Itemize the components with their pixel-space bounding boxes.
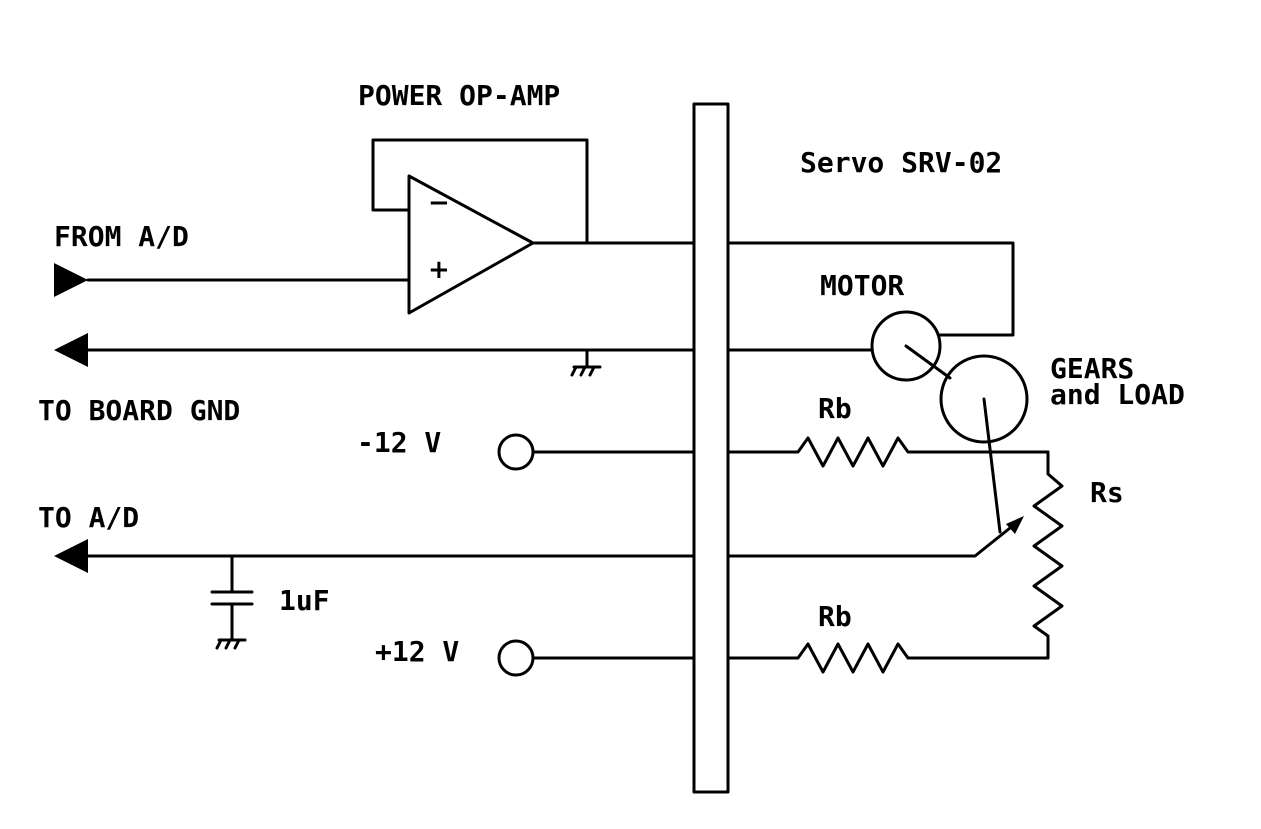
power-op-amp-label: POWER OP-AMP <box>358 79 560 112</box>
opamp-ground-symbol <box>570 348 602 377</box>
gears-load-circle <box>939 354 1029 444</box>
to-ad-arrow <box>54 539 88 573</box>
rs-potentiometer <box>1032 450 1064 658</box>
rb-top-label: Rb <box>818 392 852 425</box>
capacitor-ground-symbol <box>215 638 247 650</box>
from-ad-arrow <box>54 263 88 297</box>
to-board-gnd-label: TO BOARD GND <box>38 394 240 427</box>
minus-12v-terminal <box>497 433 535 471</box>
to-ad-label: TO A/D <box>38 501 139 534</box>
motor-label: MOTOR <box>820 269 904 302</box>
connector-panel <box>692 102 730 794</box>
from-ad-label: FROM A/D <box>54 220 189 253</box>
capacitor-symbol <box>210 554 254 642</box>
motor-feed-wire <box>726 241 1015 337</box>
gears-label: GEARS <box>1050 352 1134 385</box>
op-amp-symbol <box>407 174 535 315</box>
servo-label: Servo SRV-02 <box>800 146 1002 179</box>
plus-12v-label: +12 V <box>375 635 459 668</box>
rb-bottom-resistor <box>726 642 1050 674</box>
capacitor-label: 1uF <box>279 584 330 617</box>
to-ad-wiper-wire <box>726 526 1012 558</box>
motor-circle <box>870 310 942 382</box>
rb-top-resistor <box>726 436 1050 468</box>
minus-12v-label: -12 V <box>357 426 441 459</box>
plus-12v-terminal <box>497 639 535 677</box>
op-amp-plus: + <box>428 255 450 285</box>
and-load-label: and LOAD <box>1050 378 1185 411</box>
wiper-arrowhead <box>1006 516 1024 534</box>
motor-gear-link <box>904 344 952 380</box>
rb-bottom-label: Rb <box>818 600 852 633</box>
board-gnd-arrow <box>54 333 88 367</box>
op-amp-minus: − <box>428 188 450 218</box>
feedback-wire <box>371 138 589 245</box>
wiper-linkage <box>982 397 1002 534</box>
rs-label: Rs <box>1090 476 1124 509</box>
